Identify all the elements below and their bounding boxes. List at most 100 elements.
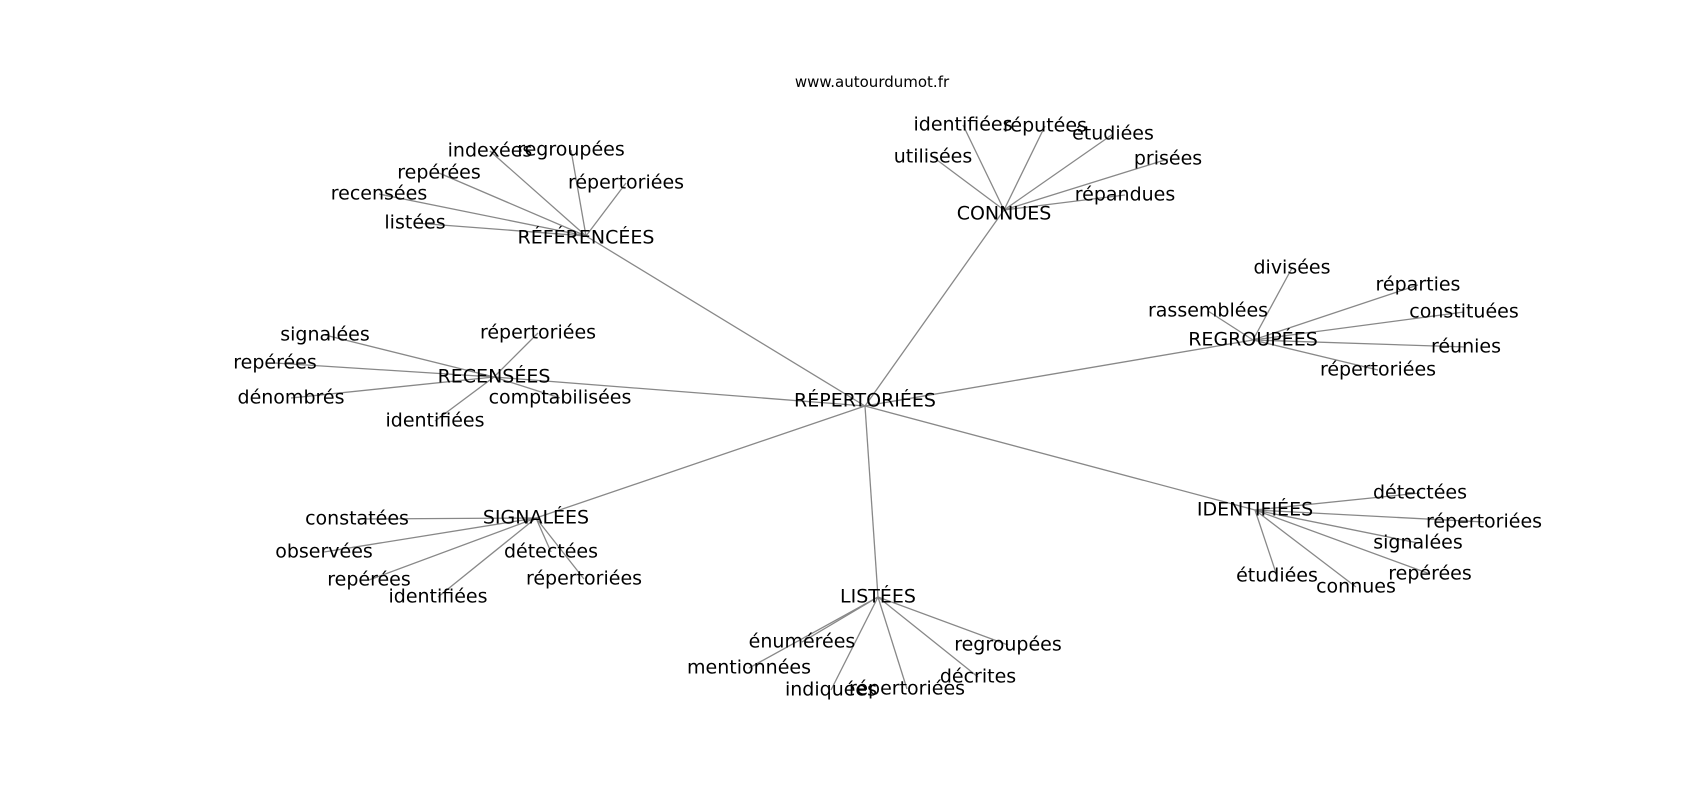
edge-hub-to-leaf bbox=[1252, 267, 1293, 341]
edge-hub-to-leaf bbox=[1003, 125, 1046, 211]
hub-node[interactable]: RECENSÉES bbox=[437, 365, 551, 388]
edge-hub-to-leaf bbox=[323, 517, 537, 553]
leaf-node[interactable]: prisées bbox=[1133, 147, 1203, 170]
edge-hub-to-leaf bbox=[1254, 492, 1421, 511]
leaf-node[interactable]: décrites bbox=[939, 665, 1017, 688]
edge-hub-to-leaf bbox=[1252, 311, 1465, 341]
leaf-node[interactable]: répandues bbox=[1074, 183, 1176, 206]
leaf-node[interactable]: étudiées bbox=[1236, 564, 1318, 587]
edge-hub-to-leaf bbox=[489, 150, 587, 237]
hub-node[interactable]: CONNUES bbox=[956, 202, 1052, 225]
hub-node[interactable]: IDENTIFIÉES bbox=[1196, 498, 1314, 521]
edge-hub-to-leaf bbox=[1254, 509, 1431, 575]
edge-hub-to-leaf bbox=[1003, 133, 1114, 211]
leaf-node[interactable]: détectées bbox=[1372, 481, 1468, 504]
edge-hub-to-leaf bbox=[414, 222, 587, 237]
edge-hub-to-leaf bbox=[437, 517, 537, 598]
leaf-node[interactable]: répertoriées bbox=[1425, 510, 1543, 533]
edge-hub-to-leaf bbox=[535, 517, 552, 553]
leaf-node[interactable]: répertoriées bbox=[525, 567, 643, 590]
edge-hub-to-leaf bbox=[830, 596, 879, 691]
edge-center-to-hub bbox=[864, 405, 1256, 511]
edge-hub-to-leaf bbox=[535, 517, 585, 580]
leaf-node[interactable]: repérées bbox=[1388, 562, 1472, 585]
leaf-node[interactable]: recensées bbox=[330, 182, 428, 205]
leaf-node[interactable]: repérées bbox=[397, 161, 481, 184]
edge-hub-to-leaf bbox=[962, 124, 1005, 211]
leaf-node[interactable]: utilisées bbox=[893, 145, 973, 168]
edge-hub-to-leaf bbox=[1254, 509, 1278, 577]
edge-hub-to-leaf bbox=[438, 172, 587, 237]
edge-center-to-hub bbox=[493, 376, 866, 407]
leaf-node[interactable]: réunies bbox=[1430, 335, 1502, 358]
hub-node[interactable]: LISTÉES bbox=[840, 585, 916, 608]
leaf-node[interactable]: identifiées bbox=[385, 409, 485, 432]
site-credit: www.autourdumot.fr bbox=[794, 73, 950, 91]
edge-hub-to-leaf bbox=[1254, 509, 1357, 588]
leaf-node[interactable]: repérées bbox=[233, 351, 317, 374]
edge-hub-to-leaf bbox=[493, 332, 539, 378]
edge-hub-to-leaf bbox=[1252, 284, 1419, 341]
leaf-node[interactable]: indexées bbox=[447, 139, 533, 162]
edge-hub-to-leaf bbox=[585, 182, 627, 237]
leaf-node[interactable]: constituées bbox=[1409, 300, 1519, 323]
edge-hub-to-leaf bbox=[368, 517, 537, 581]
edge-hub-to-leaf bbox=[1254, 509, 1485, 523]
leaf-node[interactable]: mentionnées bbox=[687, 656, 811, 679]
edge-hub-to-leaf bbox=[290, 376, 495, 399]
edge-hub-to-leaf bbox=[1003, 194, 1126, 211]
leaf-node[interactable]: identifiées bbox=[388, 585, 488, 608]
leaf-node[interactable]: regroupées bbox=[517, 138, 625, 161]
edge-hub-to-leaf bbox=[570, 149, 587, 237]
leaf-node[interactable]: dénombrés bbox=[237, 386, 345, 409]
edge-hub-to-leaf bbox=[356, 517, 537, 520]
edge-center-to-hub bbox=[585, 235, 866, 407]
edge-hub-to-leaf bbox=[877, 596, 1009, 646]
leaf-node[interactable]: rassemblées bbox=[1147, 299, 1269, 322]
leaf-node[interactable]: regroupées bbox=[954, 633, 1062, 656]
leaf-node[interactable]: réputées bbox=[1003, 114, 1087, 137]
leaf-node[interactable]: répertoriées bbox=[479, 321, 597, 344]
edge-hub-to-leaf bbox=[324, 334, 495, 378]
leaf-node[interactable]: étudiées bbox=[1072, 122, 1154, 145]
leaf-node[interactable]: constatées bbox=[305, 507, 409, 530]
leaf-node[interactable]: signalées bbox=[1373, 531, 1463, 554]
edge-hub-to-leaf bbox=[877, 596, 908, 690]
hub-node[interactable]: SIGNALÉES bbox=[482, 506, 590, 529]
leaf-node[interactable]: listées bbox=[384, 211, 446, 234]
leaf-node[interactable]: connues bbox=[1316, 575, 1396, 598]
leaf-node[interactable]: répertoriées bbox=[848, 677, 966, 700]
leaf-node[interactable]: identifiées bbox=[913, 113, 1013, 136]
leaf-node[interactable]: signalées bbox=[280, 323, 370, 346]
edge-center-to-hub bbox=[864, 209, 1005, 407]
leaf-node[interactable]: détectées bbox=[503, 540, 599, 563]
leaf-node[interactable]: indiquées bbox=[784, 678, 878, 701]
leaf-node[interactable]: observées bbox=[275, 540, 373, 563]
leaf-node[interactable]: divisées bbox=[1253, 256, 1331, 279]
center-node[interactable]: RÉPERTORIÉES bbox=[794, 389, 936, 412]
leaf-node[interactable]: repérées bbox=[327, 568, 411, 591]
leaf-node[interactable]: répertoriées bbox=[567, 171, 685, 194]
leaf-node[interactable]: répertoriées bbox=[1319, 358, 1437, 381]
edge-center-to-hub bbox=[864, 405, 879, 598]
edge-hub-to-leaf bbox=[932, 156, 1005, 211]
leaf-node[interactable]: réparties bbox=[1375, 273, 1461, 296]
edge-hub-to-leaf bbox=[1252, 339, 1467, 348]
edge-hub-to-leaf bbox=[748, 596, 879, 669]
edge-center-to-hub bbox=[535, 405, 866, 519]
leaf-node[interactable]: comptabilisées bbox=[488, 386, 632, 409]
edge-hub-to-leaf bbox=[1254, 509, 1419, 544]
edge-hub-to-leaf bbox=[877, 596, 979, 678]
edge-hub-to-leaf bbox=[1207, 310, 1254, 341]
hub-node[interactable]: REGROUPÉES bbox=[1188, 328, 1318, 351]
edge-hub-to-leaf bbox=[493, 376, 561, 399]
edge-hub-to-leaf bbox=[434, 376, 495, 422]
edge-hub-to-leaf bbox=[1252, 339, 1379, 371]
leaf-node[interactable]: énumérées bbox=[748, 630, 856, 653]
edge-hub-to-leaf bbox=[274, 362, 495, 378]
hub-node[interactable]: RÉFÉRENCÉES bbox=[517, 226, 655, 249]
edge-hub-to-leaf bbox=[378, 193, 587, 237]
edge-hub-to-leaf bbox=[1003, 158, 1169, 211]
